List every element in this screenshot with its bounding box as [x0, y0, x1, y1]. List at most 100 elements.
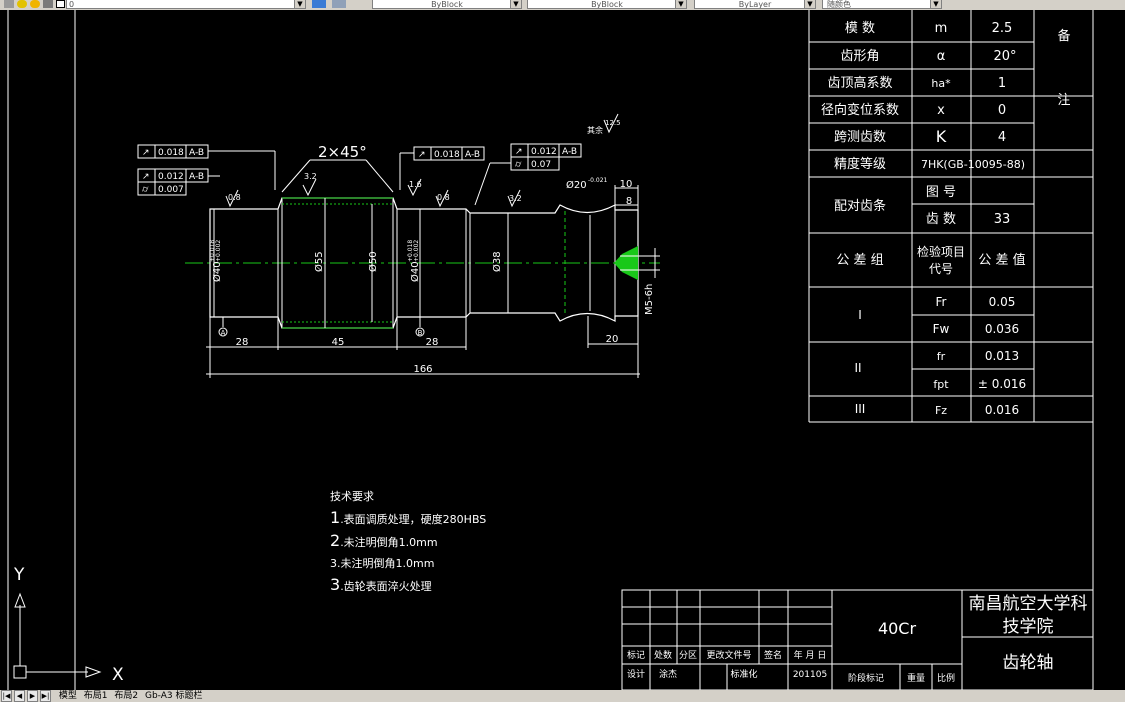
shaft-drawing: A B [137, 113, 660, 378]
tech-req-item: 1.表面调质处理，硬度280HBS [330, 508, 487, 527]
gear-params-table [808, 10, 1093, 423]
tolerance-value: 0.016 [985, 403, 1019, 417]
tolerance-code: Fw [933, 322, 950, 336]
diameter-label: Ø20 [566, 179, 587, 191]
runout-value: 0.012 [531, 147, 557, 157]
tolerance-header-item-1: 检验项目 [917, 244, 965, 259]
tolerance-group: III [855, 402, 866, 416]
param-value: 1 [998, 76, 1006, 91]
chamfer-label: 2×45° [318, 143, 367, 161]
runout-value: 0.018 [158, 148, 184, 158]
diameter-label: Ø50 [367, 251, 379, 272]
param-symbol: α [937, 49, 946, 64]
lineweight-dropdown[interactable]: ByLayer ▼ [694, 0, 816, 9]
tech-req-item: 2.未注明倒角1.0mm [330, 531, 438, 550]
school-name-line1: 南昌航空大学科 [969, 594, 1088, 614]
layer-dropdown[interactable]: 0 ▼ [66, 0, 306, 9]
chevron-down-icon[interactable]: ▼ [804, 0, 815, 8]
plotstyle-dropdown[interactable]: 随颜色 ▼ [822, 0, 942, 9]
param-value: 20° [993, 49, 1016, 64]
param-value: 0 [998, 103, 1006, 118]
linetype-dropdown[interactable]: ByBlock ▼ [527, 0, 687, 9]
tolerance-value: 0.05 [989, 295, 1016, 309]
weight-label: 重量 [907, 672, 925, 684]
surface-finish-value: 3.2 [304, 172, 317, 181]
cylindricity-icon: ⌭ [142, 185, 149, 195]
length-label: 20 [606, 334, 619, 345]
linetype-value: ByBlock [591, 0, 623, 9]
technical-requirements: 技术要求 1.表面调质处理，硬度280HBS 2.未注明倒角1.0mm 3.未注… [330, 486, 486, 597]
param-name: 精度等级 [834, 156, 886, 172]
chevron-down-icon[interactable]: ▼ [294, 0, 305, 8]
drawing-date: 201105 [793, 670, 827, 680]
param-symbol: K [936, 127, 947, 146]
scale-label: 比例 [937, 672, 955, 684]
cylindricity-icon: ⌭ [515, 160, 522, 170]
runout-arrow-icon: ↗ [142, 148, 150, 158]
tol-lower: +0.002 [413, 240, 420, 262]
tol-upper: +0.018 [209, 240, 216, 262]
title-row-label: 年 月 日 [794, 649, 827, 661]
lightbulb-icon[interactable] [17, 0, 27, 8]
runout-value: 0.07 [531, 160, 551, 170]
param-symbol: ha* [931, 77, 951, 90]
chevron-down-icon[interactable]: ▼ [675, 0, 686, 8]
title-block [621, 589, 1094, 690]
runout-ref: A-B [189, 172, 204, 182]
prev-tab-icon[interactable]: ◀ [14, 690, 25, 702]
tab-model[interactable]: 模型 [58, 691, 77, 701]
param-name: 模 数 [845, 21, 875, 36]
runout-ref: A-B [189, 148, 204, 158]
title-row-label: 更改文件号 [706, 649, 751, 661]
sun-icon[interactable] [30, 0, 40, 8]
runout-arrow-icon: ↗ [515, 147, 523, 157]
last-tab-icon[interactable]: ▶| [40, 690, 51, 702]
lineweight-value: ByLayer [738, 0, 772, 9]
color-dropdown[interactable]: ByBlock ▼ [372, 0, 522, 9]
tech-reqs-title: 技术要求 [330, 490, 374, 503]
lock-icon[interactable] [43, 0, 53, 8]
school-name-line2: 技学院 [1003, 617, 1054, 637]
tab-layout2[interactable]: 布局2 [114, 691, 139, 701]
remark-char: 备 [1057, 28, 1070, 44]
param-name: 跨测齿数 [834, 130, 886, 145]
layer-state-icon[interactable] [4, 0, 14, 8]
ucs-y-label: Y [13, 565, 25, 585]
part-name: 齿轮轴 [1003, 653, 1054, 673]
layers-icon[interactable] [332, 0, 346, 8]
length-label: 28 [426, 337, 439, 348]
param-sub-value: 33 [994, 212, 1011, 227]
first-tab-icon[interactable]: |◀ [1, 690, 12, 702]
tolerance-header-item-2: 代号 [929, 262, 953, 276]
tab-title-block[interactable]: Gb-A3 标题栏 [144, 691, 203, 701]
diameter-label: Ø40 [211, 261, 223, 282]
tolerance-group: I [858, 308, 862, 322]
tab-layout1[interactable]: 布局1 [83, 691, 108, 701]
tolerance-value: 0.013 [985, 349, 1019, 363]
runout-value: 0.007 [158, 185, 184, 195]
runout-ref: A-B [562, 147, 577, 157]
param-sub-label: 齿 数 [926, 212, 956, 227]
title-row-label: 处数 [654, 649, 672, 661]
length-label: 166 [413, 364, 432, 375]
surface-finish-value: 0.8 [228, 193, 241, 202]
tolerance-code: fr [937, 350, 946, 363]
material-label: 40Cr [878, 619, 917, 638]
color-square-icon [56, 0, 65, 8]
runout-arrow-icon: ↗ [418, 150, 426, 160]
match-prop-icon[interactable] [312, 0, 326, 8]
param-name: 齿顶高系数 [827, 75, 892, 91]
surface-finish-value: 12.5 [605, 119, 621, 127]
surface-finish-value: 0.8 [437, 193, 450, 202]
chevron-down-icon[interactable]: ▼ [930, 0, 941, 8]
diameter-label: Ø55 [313, 251, 325, 272]
param-value: 4 [998, 130, 1006, 145]
param-value: 7HK(GB-10095-88) [921, 158, 1025, 171]
param-name: 配对齿条 [834, 198, 886, 214]
next-tab-icon[interactable]: ▶ [27, 690, 38, 702]
runout-value: 0.012 [158, 172, 184, 182]
chevron-down-icon[interactable]: ▼ [510, 0, 521, 8]
param-name: 径向变位系数 [821, 102, 899, 118]
layout-tabs-bar: |◀◀▶▶| 模型 布局1 布局2 Gb-A3 标题栏 [0, 690, 1125, 702]
